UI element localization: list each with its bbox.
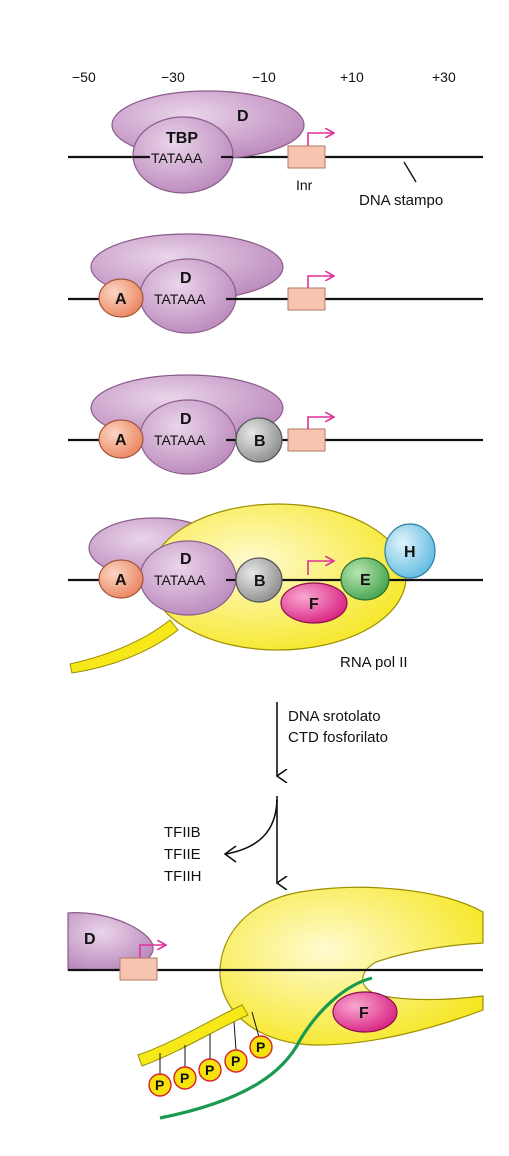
tfiif-factor	[332, 991, 398, 1033]
tfiib-factor	[235, 557, 283, 603]
tfiif-label: F	[309, 596, 319, 613]
dna-template-label: DNA stampo	[359, 192, 443, 209]
tfiid-label: D	[84, 931, 96, 948]
step-5-elongation: D F P P P P P	[67, 886, 484, 1120]
transcription-start-arrow	[139, 945, 165, 958]
released-factor-label: TFIIE	[164, 846, 201, 863]
inr-box	[287, 287, 326, 311]
transcription-start-arrow	[307, 133, 333, 146]
transcription-start-arrow	[307, 276, 333, 288]
tfiia-factor	[98, 419, 144, 459]
inr-label: Inr	[296, 177, 313, 193]
tata-box-label: TATAAA	[151, 150, 203, 166]
pointer-line	[403, 161, 417, 183]
step-1-tbp-binding: D TBP TATAAA Inr DNA stampo	[68, 90, 483, 209]
position-label: −50	[72, 69, 96, 85]
position-label: +30	[432, 69, 456, 85]
rna-transcript	[159, 976, 373, 1120]
tbp-subunit	[132, 116, 234, 194]
position-scale: −50 −30 −10 +10 +30	[72, 69, 456, 85]
tfiia-factor	[98, 559, 144, 599]
phosphate-label: P	[155, 1077, 164, 1093]
inr-box	[287, 428, 326, 452]
tfiia-label: A	[115, 291, 127, 308]
tfiib-label: B	[254, 433, 266, 450]
tfiib-label: B	[254, 573, 266, 590]
tata-box-label: TATAAA	[154, 572, 206, 588]
inr-box	[119, 957, 158, 981]
phosphate-group: P	[224, 1049, 248, 1073]
phosphate-label: P	[231, 1053, 240, 1069]
phosphate-group: P	[173, 1066, 197, 1090]
tfiie-label: E	[360, 572, 371, 589]
transcription-start-arrow	[307, 561, 333, 575]
tfiid-label: D	[180, 270, 192, 287]
tfiie-factor	[340, 557, 390, 601]
tata-box-label: TATAAA	[154, 432, 206, 448]
tfiid-label: D	[180, 551, 192, 568]
tbp-label: TBP	[166, 130, 198, 147]
tfiih-factor	[384, 523, 436, 579]
step-3-tfiib-binding: A D TATAAA B	[68, 374, 483, 475]
phosphate-label: P	[180, 1070, 189, 1086]
position-label: −10	[252, 69, 276, 85]
tata-box-label: TATAAA	[154, 291, 206, 307]
position-label: −30	[161, 69, 185, 85]
tfiia-label: A	[115, 432, 127, 449]
step-2-tfiia-binding: A D TATAAA	[68, 233, 483, 334]
inr-box	[287, 145, 326, 169]
phosphate-group: P	[198, 1058, 222, 1082]
phosphate-label: P	[205, 1062, 214, 1078]
phosphate-group: P	[148, 1073, 172, 1097]
tfiih-label: H	[404, 544, 416, 561]
rna-pol-ii	[219, 886, 484, 1046]
rna-pol-ii-label: RNA pol II	[340, 654, 408, 671]
tfiif-label: F	[359, 1005, 369, 1022]
phosphate-group: P	[249, 1035, 273, 1059]
released-factor-label: TFIIB	[164, 824, 201, 841]
tfiia-factor	[98, 278, 144, 318]
unwound-dna-label: DNA srotolato	[288, 708, 381, 725]
released-factor-label: TFIIH	[164, 868, 202, 885]
transcription-start-arrow	[307, 417, 333, 429]
ctd-tail	[137, 1004, 249, 1067]
tfiid-label: D	[180, 411, 192, 428]
tfiif-factor	[280, 582, 348, 624]
step-4-preinitiation-complex: A D TATAAA B F E H RNA pol II	[68, 503, 483, 674]
release-arrow	[225, 799, 278, 855]
position-label: +10	[340, 69, 364, 85]
phosphate-label: P	[256, 1039, 265, 1055]
tfiib-factor	[235, 417, 283, 463]
ctd-tail	[69, 619, 179, 674]
ctd-phosphorylated-label: CTD fosforilato	[288, 729, 388, 746]
tfiia-label: A	[115, 572, 127, 589]
tfiid-label: D	[237, 108, 249, 125]
transition-arrows: DNA srotolato CTD fosforilato TFIIB TFII…	[164, 702, 388, 885]
